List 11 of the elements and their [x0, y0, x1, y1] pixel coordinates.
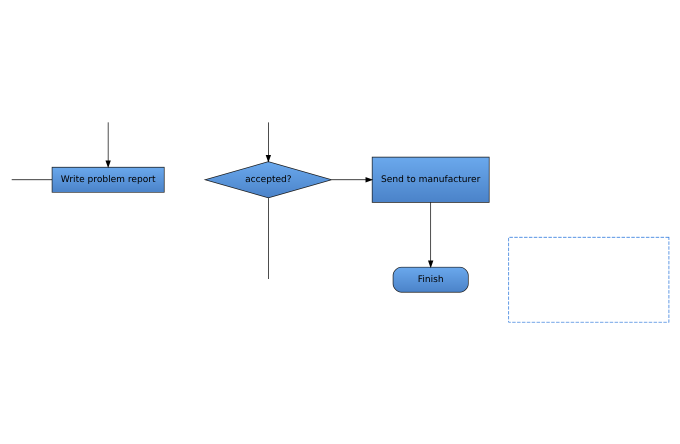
connector	[11, 179, 52, 180]
node-box: Send to manufacturer	[372, 156, 490, 203]
node-box: Write problem report	[52, 166, 165, 193]
arrow	[331, 177, 374, 182]
node-box: Finish	[392, 266, 469, 293]
connector	[268, 198, 269, 280]
arrow	[105, 122, 111, 168]
arrow	[428, 202, 434, 268]
arrow	[266, 122, 272, 163]
node-diamond: accepted?	[204, 161, 334, 198]
node-box	[508, 236, 670, 323]
